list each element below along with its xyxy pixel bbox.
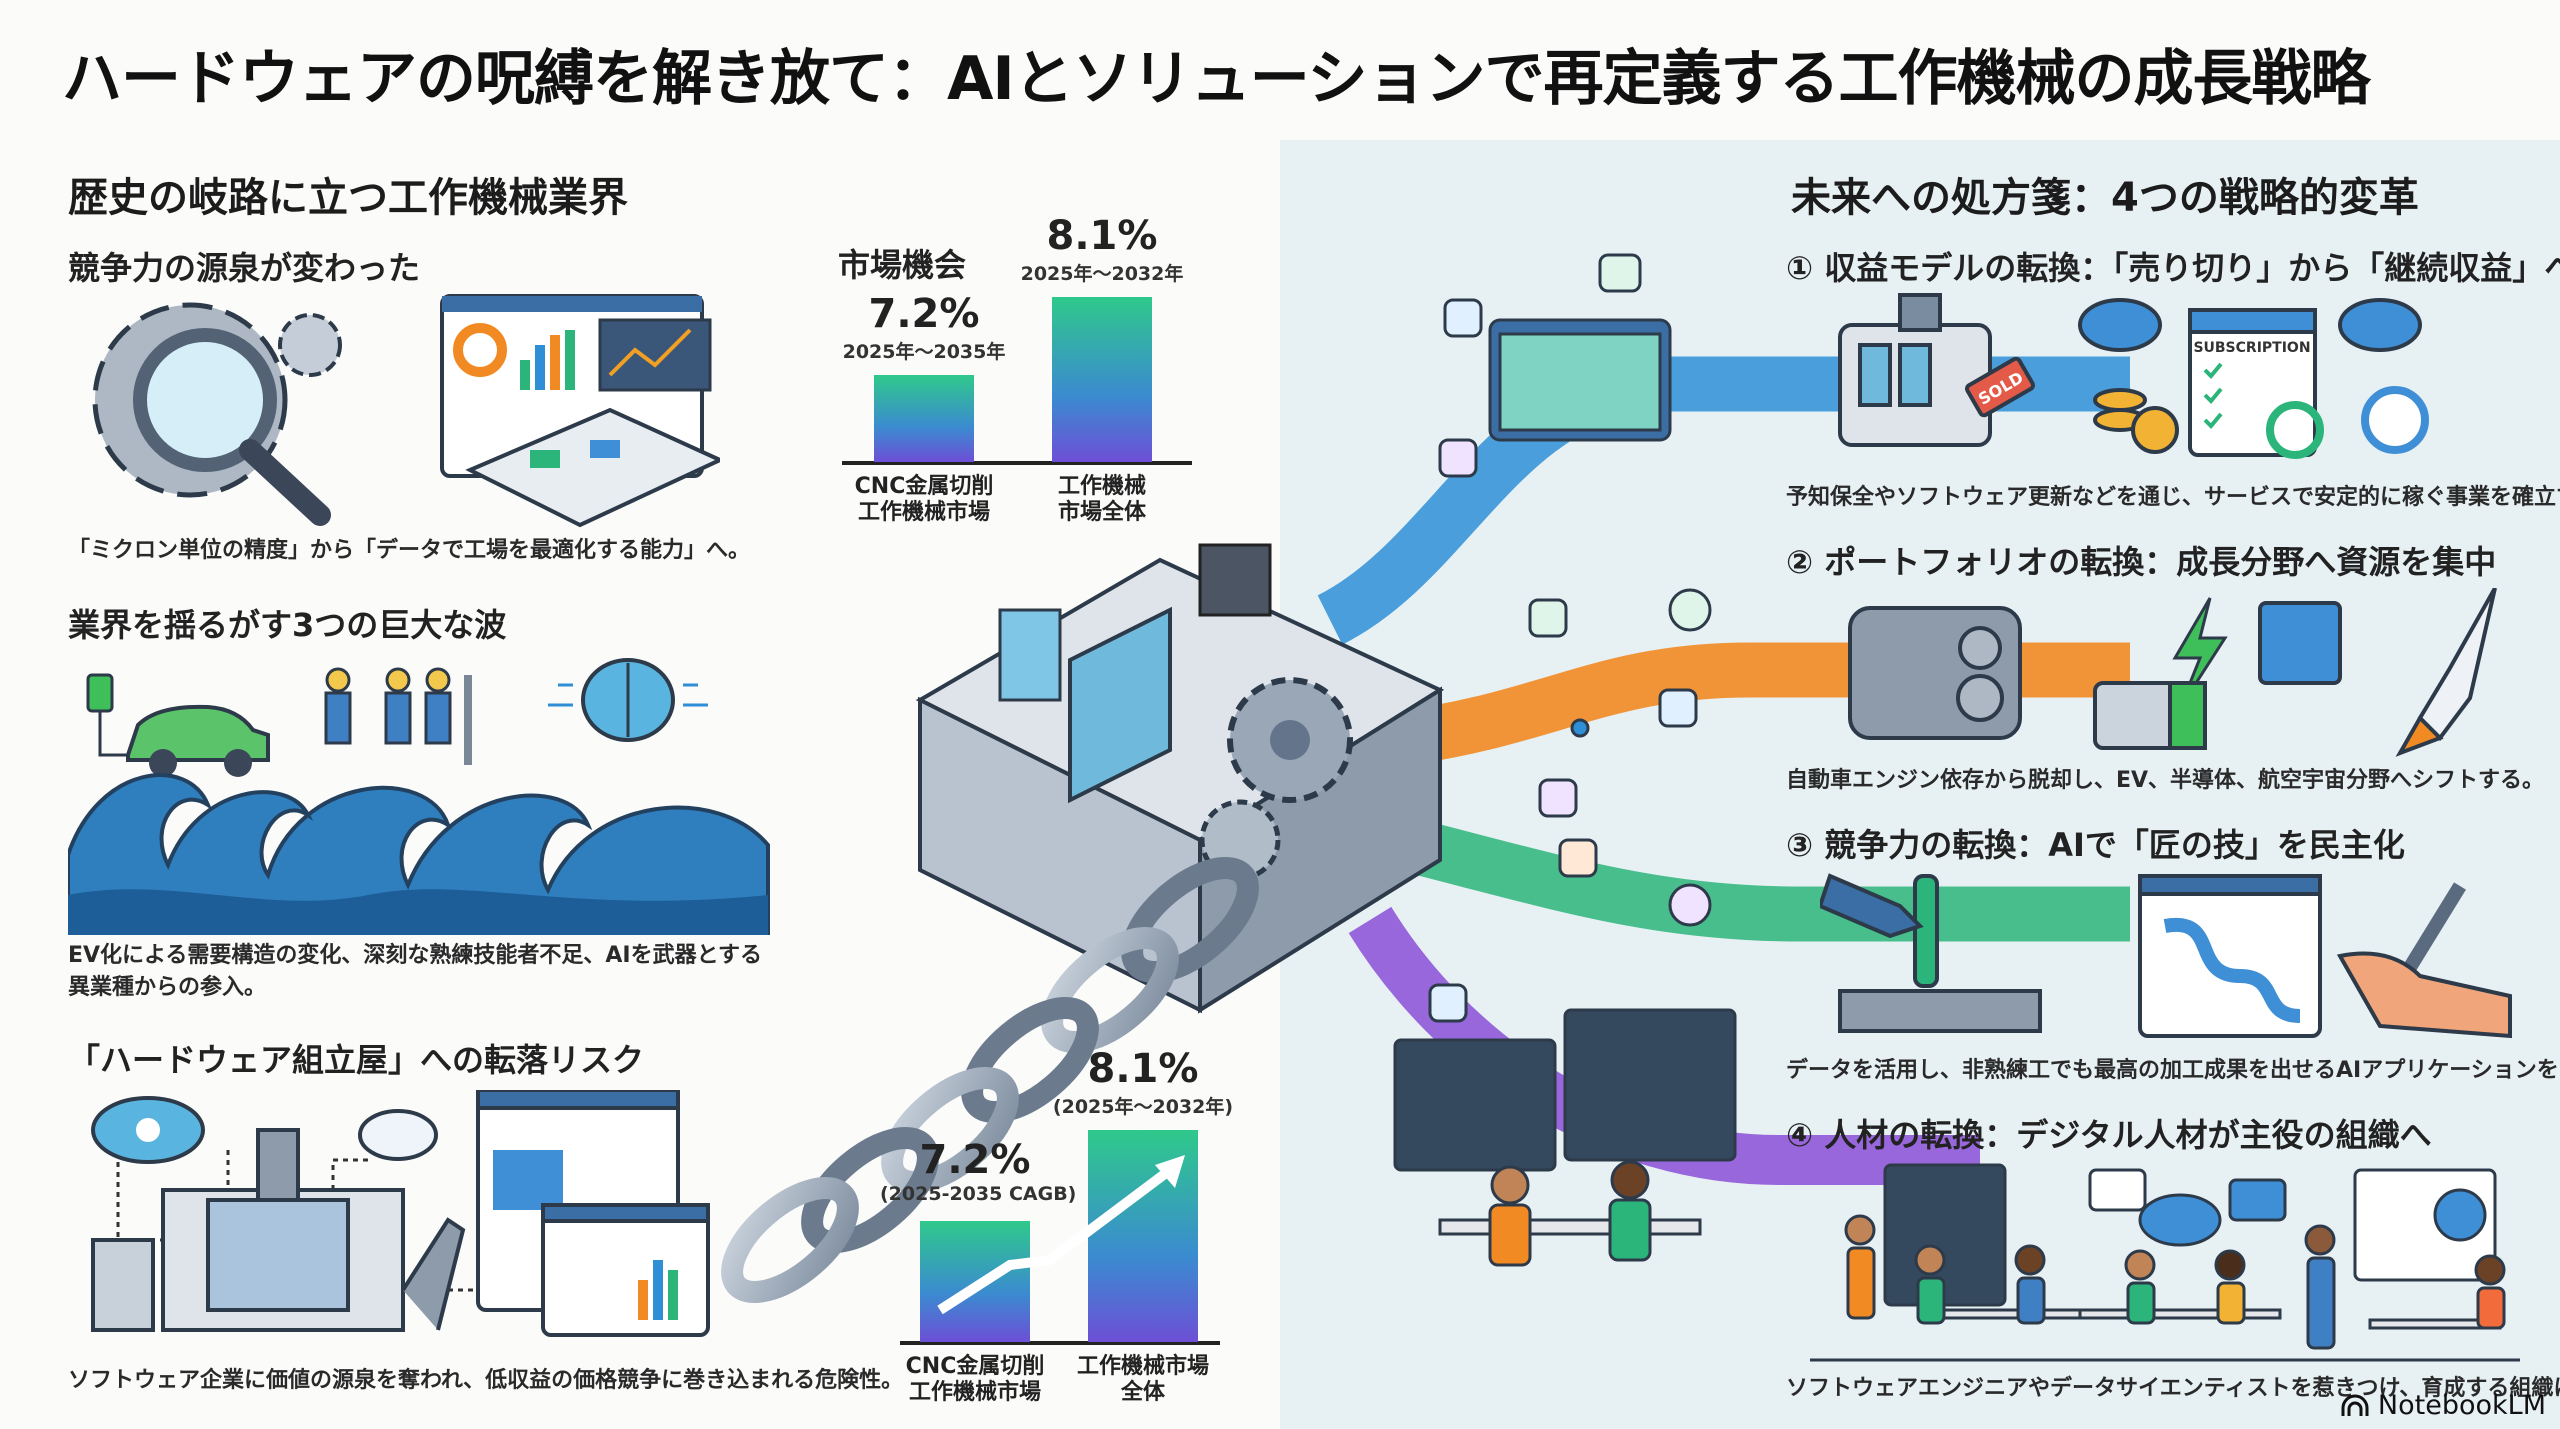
strategy-1-caption: 予知保全やソフトウェア更新などを通じ、サービスで安定的に稼ぐ事業を確立する。 bbox=[1786, 485, 2560, 510]
strategy-2-illustration bbox=[1848, 588, 2497, 757]
category-line: CNC金属切削 bbox=[854, 474, 994, 499]
category-line: 工作機械市場 bbox=[1076, 1354, 1209, 1379]
section3-illustration bbox=[91, 1090, 710, 1337]
bar-value-label: 8.1% bbox=[1046, 212, 1158, 259]
battery-motor-icon bbox=[2093, 681, 2207, 750]
ai-brain-icon bbox=[548, 658, 708, 742]
bar-category-label: CNC金属切削工作機械市場 bbox=[880, 1354, 1070, 1407]
brand-name: NotebookLM bbox=[2377, 1390, 2546, 1421]
stream-green bbox=[1383, 813, 2130, 942]
chart-bar bbox=[1052, 296, 1152, 462]
sold-machine-icon: SOLD bbox=[1838, 293, 2036, 447]
software-window-icon bbox=[476, 1090, 710, 1337]
chart-baseline bbox=[900, 1341, 1220, 1345]
category-line: 工作機械市場 bbox=[857, 500, 990, 526]
section1-illustration bbox=[92, 294, 720, 528]
floating-app-icons bbox=[1428, 253, 1712, 1023]
strategy-3-heading: ③ 競争力の転換：AIで「匠の技」を民主化 bbox=[1786, 826, 2405, 864]
rocket-icon bbox=[2395, 588, 2497, 757]
bar-category-label: 工作機械市場全体 bbox=[1012, 474, 1192, 527]
bar-category-label: CNC金属切削工作機械市場 bbox=[834, 474, 1014, 527]
dashboard-factory-icon bbox=[440, 294, 720, 528]
chart-baseline bbox=[842, 461, 1192, 465]
developers-illustration bbox=[1393, 1008, 1737, 1267]
craftsman-tool-icon bbox=[1820, 873, 2042, 1033]
section2-illustration bbox=[68, 658, 770, 935]
waves-icon bbox=[68, 773, 770, 935]
section3-heading: 「ハードウェア組立屋」への転落リスク bbox=[68, 1041, 645, 1079]
cloud-icon bbox=[358, 1109, 438, 1161]
ev-car-icon bbox=[86, 673, 270, 777]
strategy-4-heading: ④ 人材の転換：デジタル人材が主役の組織へ bbox=[1786, 1116, 2432, 1154]
bar-category-label: 工作機械市場全体 bbox=[1048, 1354, 1238, 1407]
bar-period-label: (2025-2035 CAGB) bbox=[880, 1183, 1077, 1205]
strategy-1-heading: ① 収益モデルの転換：「売り切り」から「継続収益」へ bbox=[1786, 249, 2560, 287]
strategy-2-caption: 自動車エンジン依存から脱却し、EV、半導体、航空宇宙分野へシフトする。 bbox=[1786, 768, 2545, 793]
subscription-icon: SUBSCRIPTION bbox=[2078, 298, 2429, 459]
section2-caption-line: 異業種からの参入。 bbox=[68, 974, 267, 1000]
bar-data-label: 7.2% 2025年〜2035年 bbox=[834, 291, 1014, 364]
bar-value-label: 7.2% bbox=[868, 291, 980, 338]
brand-logo: NotebookLM bbox=[2340, 1390, 2546, 1421]
bar-period-label: 2025年〜2035年 bbox=[842, 341, 1006, 364]
bar-data-label: 8.1% (2025年〜2032年) bbox=[1048, 1046, 1238, 1119]
subscription-label: SUBSCRIPTION bbox=[2193, 340, 2310, 356]
left-heading: 歴史の岐路に立つ工作機械業界 bbox=[68, 175, 628, 221]
right-heading: 未来への処方箋：4つの戦略的変革 bbox=[1791, 175, 2419, 221]
section2-heading: 業界を揺るがす3つの巨大な波 bbox=[68, 606, 507, 644]
workers-icon bbox=[324, 667, 472, 765]
category-line: 市場全体 bbox=[1057, 500, 1146, 526]
strategy-2-heading: ② ポートフォリオの転換：成長分野へ資源を集中 bbox=[1786, 543, 2497, 581]
strategy-3-illustration bbox=[1820, 873, 2512, 1039]
bar-period-label: 2025年〜2032年 bbox=[1020, 262, 1184, 285]
section1-caption: 「ミクロン単位の精度」から「データで工場を最適化する能力」へ。 bbox=[68, 538, 751, 563]
page-title: ハードウェアの呪縛を解き放て：AIとソリューションで再定義する工作機械の成長戦略 bbox=[62, 44, 2371, 114]
section3-caption: ソフトウェア企業に価値の源泉を奪われ、低収益の価格競争に巻き込まれる危険性。 bbox=[68, 1368, 904, 1393]
refresh-icon bbox=[2266, 401, 2324, 459]
ai-app-tablet-icon bbox=[2138, 874, 2512, 1039]
machining-center-icon bbox=[91, 1128, 466, 1332]
coins-icon bbox=[2093, 388, 2179, 454]
notebooklm-logo-icon bbox=[2341, 1394, 2369, 1416]
chain-icon bbox=[721, 857, 1259, 1303]
market-opportunity-chart: 市場機会 7.2% 2025年〜2035年 CNC金属切削工作機械市場 8.1% 202… bbox=[830, 213, 1200, 540]
gauge-icon bbox=[2361, 386, 2429, 454]
strategy-3-caption: データを活用し、非熟練工でも最高の加工成果を出せるAIアプリケーションを開発する… bbox=[1786, 1058, 2560, 1083]
section1-heading: 競争力の源泉が変わった bbox=[68, 249, 421, 287]
gear-magnifier-icon bbox=[92, 302, 342, 526]
section2-caption-line: EV化による需要構造の変化、深刻な熟練技能者不足、AIを武器とする bbox=[68, 943, 762, 968]
category-line: 工作機械市場 bbox=[908, 1380, 1041, 1406]
strategy-4-illustration bbox=[1810, 1163, 2520, 1362]
chart-title: 市場機会 bbox=[838, 246, 967, 284]
engine-icon bbox=[1848, 606, 2022, 740]
bar-period-label: (2025年〜2032年) bbox=[1052, 1096, 1234, 1119]
category-line: 工作機械 bbox=[1057, 474, 1146, 499]
bar-value-label: 8.1% bbox=[1087, 1046, 1199, 1093]
chart-bar bbox=[874, 375, 974, 462]
strategy-1-illustration: SOLD SUBSCRIPTION bbox=[1838, 293, 2429, 459]
stream-orange bbox=[1386, 642, 2130, 768]
digital-team-icon bbox=[1810, 1163, 2520, 1362]
growth-arrow-icon bbox=[937, 1155, 1185, 1315]
cloud-gear-icon bbox=[91, 1096, 205, 1164]
chart-plot: 7.2% 2025年〜2035年 CNC金属切削工作機械市場 8.1% 2025年〜20… bbox=[842, 213, 1192, 525]
chip-icon bbox=[2258, 601, 2342, 685]
bar-value-label: 7.2% bbox=[919, 1137, 1031, 1183]
strategy-4-caption: ソフトウェアエンジニアやデータサイエンティストを惹きつけ、育成する組織に変革する… bbox=[1786, 1376, 2560, 1401]
bar-data-label: 7.2%(2025-2035 CAGB) bbox=[880, 1137, 1077, 1205]
chart-bar bbox=[920, 1221, 1030, 1342]
section2-caption: EV化による需要構造の変化、深刻な熟練技能者不足、AIを武器とする 異業種からの… bbox=[68, 940, 762, 1004]
bar-data-label: 8.1% 2025年〜2032年 bbox=[1012, 213, 1192, 286]
category-line: CNC金属切削 bbox=[905, 1354, 1045, 1379]
category-line: 全体 bbox=[1120, 1380, 1165, 1406]
